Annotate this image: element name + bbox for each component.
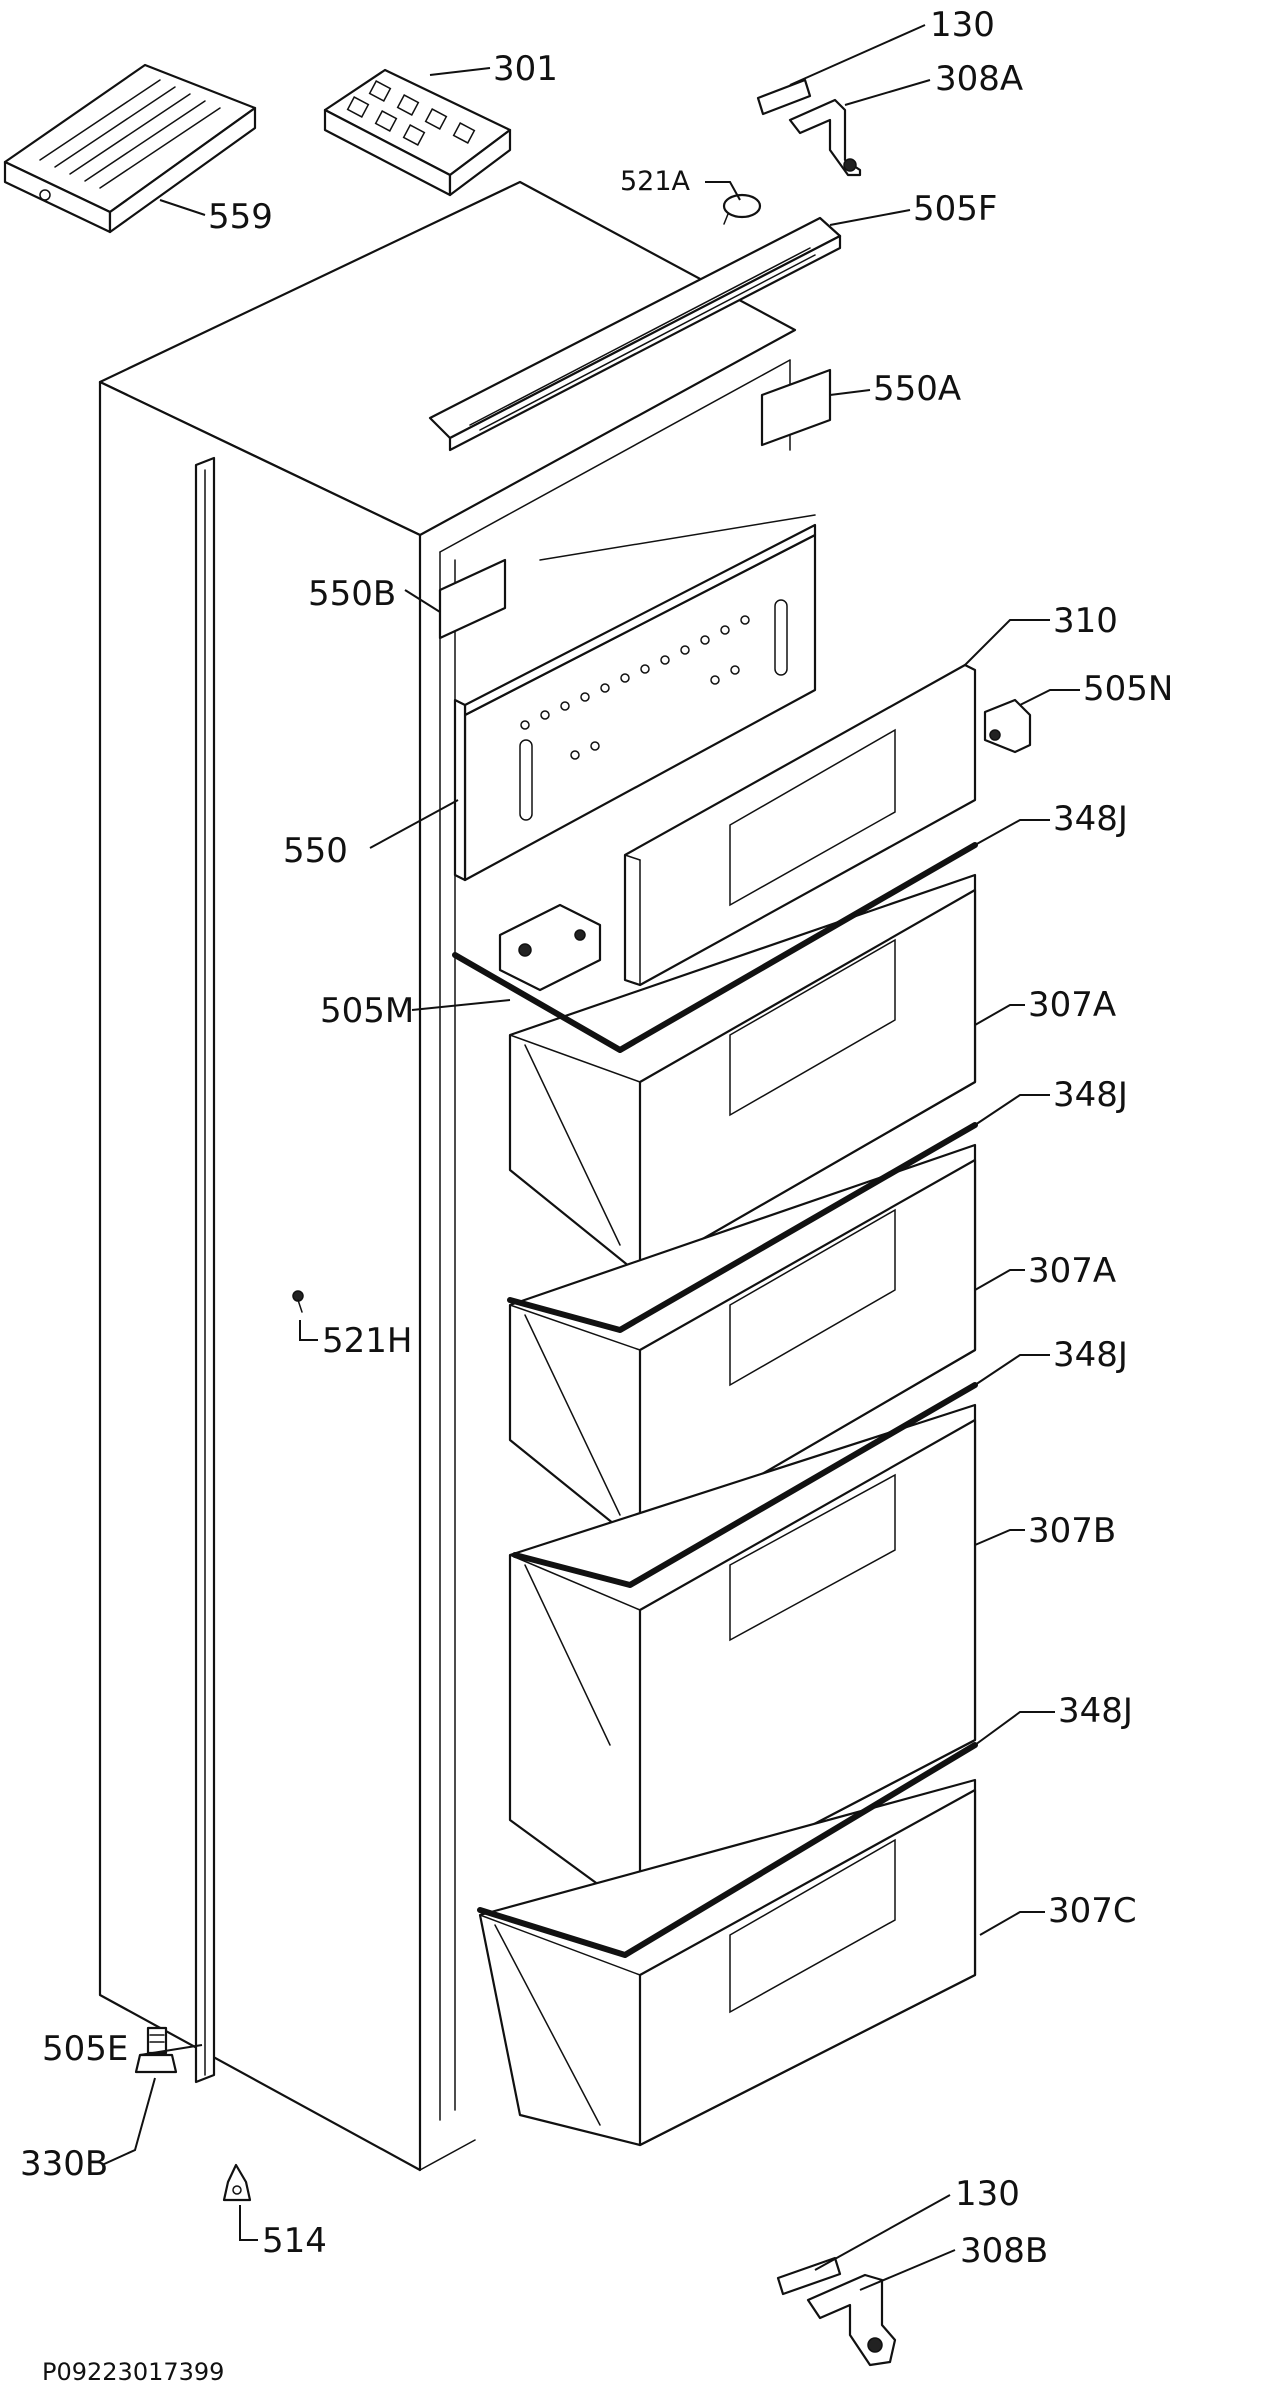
label-307b: 307B xyxy=(1028,1511,1116,1551)
part-labels: 130 308A 301 559 521A 505F 550A 550B 310… xyxy=(20,5,1173,2386)
lamp-holder-505m xyxy=(498,903,602,992)
document-code: P09223017399 xyxy=(42,2358,224,2386)
label-348j-2: 348J xyxy=(1053,1075,1128,1115)
top-hinge-308a xyxy=(788,98,862,177)
drawer-307b xyxy=(508,1382,978,1917)
label-550b: 550B xyxy=(308,574,396,614)
switch-521a xyxy=(722,193,762,225)
adjustable-foot-330b xyxy=(134,2026,178,2074)
label-348j-4: 348J xyxy=(1058,1691,1133,1731)
label-505n: 505N xyxy=(1083,669,1173,709)
drawer-307a-lower xyxy=(507,1122,978,1547)
lamp-cover-550a xyxy=(760,368,832,447)
label-521a: 521A xyxy=(620,166,691,197)
control-panel-550 xyxy=(453,523,817,882)
top-rail-505f xyxy=(428,216,842,452)
label-308b: 308B xyxy=(960,2231,1048,2271)
ice-tray-cover-559 xyxy=(3,63,257,234)
bottom-hinge-cover-130 xyxy=(776,2256,842,2296)
label-307a-2: 307A xyxy=(1028,1251,1116,1291)
screw-521h xyxy=(292,1290,304,1313)
clip-505n xyxy=(983,698,1032,754)
drawer-307a-upper xyxy=(452,842,978,1277)
drawer-307c xyxy=(477,1742,978,2147)
ice-cube-tray-301 xyxy=(323,68,512,197)
top-hinge-cover-130 xyxy=(756,78,812,116)
label-550: 550 xyxy=(283,831,348,871)
label-559: 559 xyxy=(208,197,273,237)
label-348j-3: 348J xyxy=(1053,1335,1128,1375)
label-307c: 307C xyxy=(1048,1891,1137,1931)
label-301: 301 xyxy=(493,49,558,89)
label-308a: 308A xyxy=(935,59,1023,99)
label-550a: 550A xyxy=(873,369,961,409)
label-505m: 505M xyxy=(320,991,414,1031)
label-348j-1: 348J xyxy=(1053,799,1128,839)
label-521h: 521H xyxy=(322,1321,412,1361)
bottom-hinge-308b xyxy=(806,2273,897,2367)
label-307a-1: 307A xyxy=(1028,985,1116,1025)
foot-514 xyxy=(222,2163,252,2202)
leader-lines xyxy=(101,24,1080,2291)
cabinet-body xyxy=(98,180,797,2172)
label-505f: 505F xyxy=(913,189,997,229)
label-514: 514 xyxy=(262,2221,327,2261)
label-130-top: 130 xyxy=(930,5,995,45)
door-gasket-505e xyxy=(194,456,216,2084)
label-130-bottom: 130 xyxy=(955,2174,1020,2214)
label-330b: 330B xyxy=(20,2144,108,2184)
label-505e: 505E xyxy=(42,2029,128,2069)
lamp-cover-550b xyxy=(438,558,507,640)
label-310: 310 xyxy=(1053,601,1118,641)
